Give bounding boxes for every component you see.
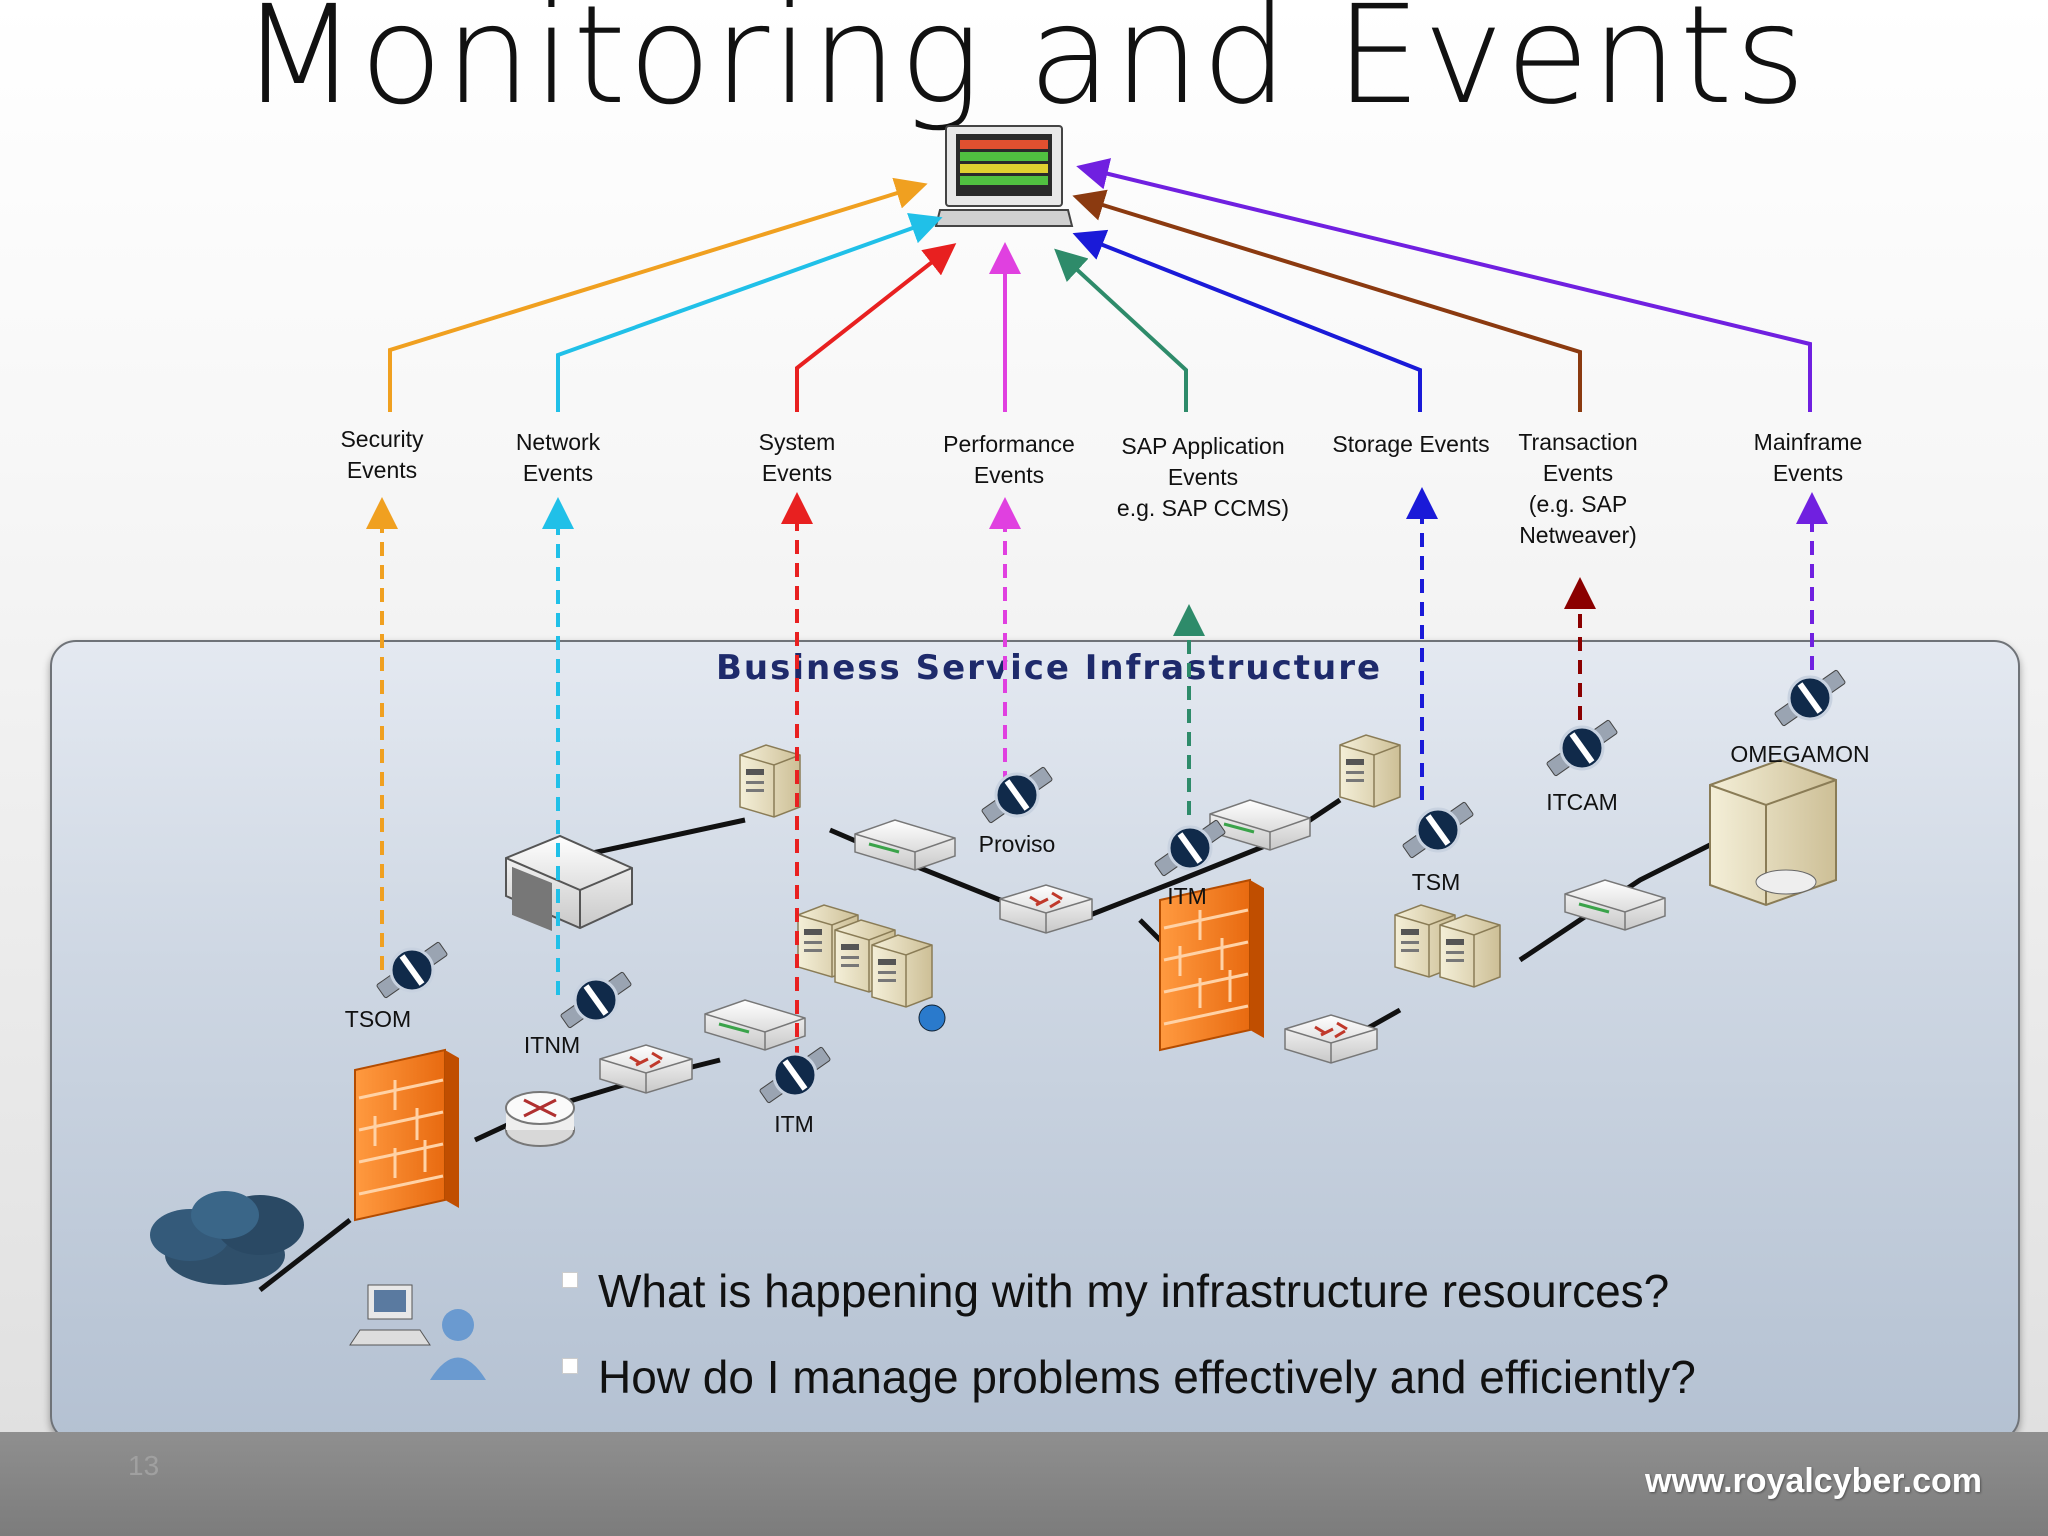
satellite-agent-icon [759, 1047, 830, 1104]
server-cluster [797, 904, 946, 1032]
server-right-top [1339, 734, 1401, 808]
satellite-agent-icon [560, 972, 631, 1029]
mainframe-icon [1709, 758, 1837, 907]
slide-title: Monitoring and Events [240, 0, 1808, 135]
event-arrow-system-events [795, 243, 957, 412]
appliance-3 [703, 998, 807, 1052]
user-workstation-icon [349, 1284, 486, 1380]
event-arrow-sap-application-events [1054, 248, 1188, 412]
event-arrow-transaction-events [1072, 189, 1582, 412]
event-arrow-storage-events [1072, 229, 1422, 412]
cloud-icon [150, 1191, 304, 1285]
event-arrow-mainframe-events [1076, 158, 1812, 412]
router [505, 1091, 575, 1147]
event-arrow-network-events [556, 213, 943, 412]
slide-number: 13 [128, 1450, 160, 1481]
question-item: What is happening with my infrastructure… [562, 1248, 1696, 1334]
event-flow-arrows [366, 158, 1828, 1060]
question-list: What is happening with my infrastructure… [562, 1248, 1696, 1420]
server-top [739, 744, 801, 818]
firewall-left [353, 1048, 461, 1222]
satellite-agent-icon [1402, 802, 1473, 859]
infrastructure-title: Business Service Infrastructure [716, 648, 1383, 688]
switch-lower-right [1283, 1013, 1379, 1065]
label-storage-events: Storage Events [1332, 431, 1490, 457]
monitor-console-icon [934, 125, 1074, 227]
satellite-agent-icon [981, 767, 1052, 824]
switch-center [998, 883, 1094, 935]
appliance-2 [1208, 798, 1312, 852]
agent-label-itcam: ITCAM [1546, 789, 1618, 815]
event-arrow-security-events [388, 177, 928, 412]
agent-label-itm-upper: ITM [1167, 883, 1207, 909]
satellite-agent-icon [376, 942, 447, 999]
footer-bar [0, 1432, 2048, 1536]
agent-label-itm-lower: ITM [774, 1111, 814, 1137]
appliance-1 [853, 818, 957, 872]
agent-label-omegamon: OMEGAMON [1730, 741, 1870, 767]
satellite-agent-icon [1774, 670, 1845, 727]
satellite-agent-icon [1546, 720, 1617, 777]
agent-label-itnm: ITNM [523, 1032, 581, 1058]
network-cabling [258, 797, 1722, 1292]
server-pair-right [1394, 904, 1501, 988]
question-item: How do I manage problems effectively and… [562, 1334, 1696, 1420]
footer-url: www.royalcyber.com [1645, 1462, 1982, 1500]
agent-label-tsm: TSM [1411, 869, 1461, 895]
agent-label-tsom: TSOM [344, 1006, 412, 1032]
tower-server-left [505, 834, 633, 932]
agent-label-proviso: Proviso [978, 831, 1056, 857]
